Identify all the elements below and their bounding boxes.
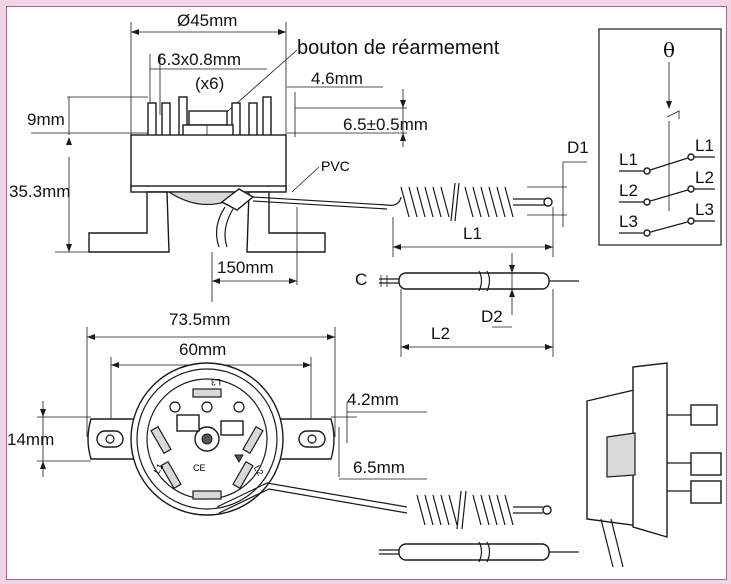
face-label-l2: L2 [252,464,266,478]
schematic-line-right-3: L3 [695,200,714,219]
straight-bulb-diagram [379,253,579,357]
slot-width-label: 6.5mm [353,458,405,477]
schematic-line-left-2: L2 [619,181,638,200]
cable-material-label: PVC [321,158,350,174]
svg-text:CE: CE [193,463,206,473]
schematic-line-left-3: L3 [619,212,638,231]
hole-span-label: 60mm [179,340,226,359]
technical-drawing: CE [7,11,722,568]
coil-diameter-label: D1 [567,138,589,157]
terminal-size-label: 6.3x0.8mm [157,50,241,69]
terminal-height-label: 6.5±0.5mm [343,115,428,134]
switch-schematic [598,28,722,246]
thermostat-perspective-view [586,362,722,568]
terminal-offset-label: 4.6mm [311,69,363,88]
diameter-label: Ø45mm [177,11,237,30]
terminal-count-label: (x6) [195,74,224,93]
dimension-labels: Ø45mm 6.3x0.8mm (x6) bouton de réarmemen… [7,11,714,477]
reset-button-label: bouton de réarmement [297,37,500,59]
mount-span-label: 73.5mm [169,310,230,329]
schematic-line-left-1: L1 [619,150,638,169]
body-height-label: 35.3mm [9,182,70,201]
bulb-diameter-label: D2 [481,307,503,326]
thermostat-side-view [31,22,407,302]
bulb-length-label: L2 [431,324,450,343]
coil-length-label: L1 [463,224,482,243]
schematic-line-right-1: L1 [695,136,714,155]
face-label-l3: L3 [211,377,221,387]
hole-diameter-label: 4.2mm [347,390,399,409]
cable-length-label: 150mm [217,258,274,277]
face-label-l1: L1 [152,462,166,476]
coil-bulb-diagram [386,161,587,257]
drawing-sheet: CE [6,6,727,580]
terminal-length-label: 9mm [27,110,65,129]
thermostat-front-view: CE [37,327,579,563]
flange-height-label: 14mm [7,430,54,449]
theta-symbol: θ [663,38,675,62]
capillary-label: C [355,270,367,289]
schematic-line-right-2: L2 [695,168,714,187]
